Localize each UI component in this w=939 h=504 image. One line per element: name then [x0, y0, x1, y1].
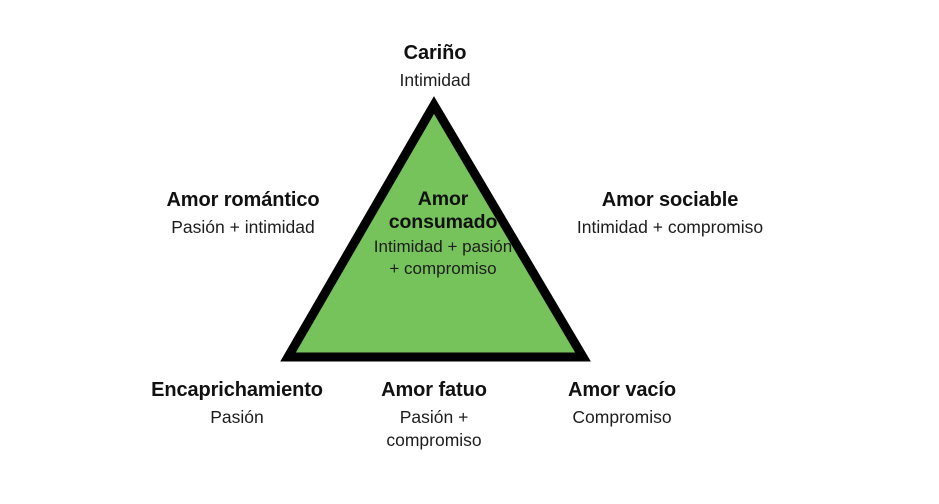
label-amor-consumado-title: Amor consumado [388, 188, 498, 233]
label-amor-vacio: Amor vacío Compromiso [568, 378, 676, 429]
label-encaprichamiento-title: Encaprichamiento [151, 379, 323, 401]
label-amor-romantico: Amor romántico Pasión + intimidad [166, 188, 319, 239]
label-amor-consumado: Amor consumado Intimidad + pasión + comp… [368, 188, 518, 280]
label-amor-sociable-title: Amor sociable [601, 189, 739, 211]
label-carino-subtitle: Intimidad [399, 70, 471, 91]
label-amor-fatuo-subtitle: Pasión + compromiso [386, 407, 482, 450]
label-amor-sociable-subtitle: Intimidad + compromiso [576, 217, 764, 238]
label-amor-romantico-subtitle: Pasión + intimidad [171, 217, 315, 238]
label-amor-vacio-subtitle: Compromiso [572, 407, 672, 428]
label-amor-sociable: Amor sociable Intimidad + compromiso [577, 188, 763, 239]
label-amor-consumado-subtitle: Intimidad + pasión + compromiso [373, 237, 513, 279]
label-amor-fatuo-title: Amor fatuo [381, 379, 487, 401]
label-encaprichamiento-subtitle: Pasión [210, 407, 264, 428]
label-amor-romantico-title: Amor romántico [166, 189, 320, 211]
consummate-love-triangle [280, 96, 591, 362]
label-carino: Cariño Intimidad [399, 41, 470, 92]
label-amor-vacio-title: Amor vacío [568, 379, 676, 401]
label-amor-fatuo: Amor fatuo Pasión + compromiso [367, 378, 502, 451]
label-carino-title: Cariño [403, 42, 467, 64]
label-encaprichamiento: Encaprichamiento Pasión [151, 378, 323, 429]
